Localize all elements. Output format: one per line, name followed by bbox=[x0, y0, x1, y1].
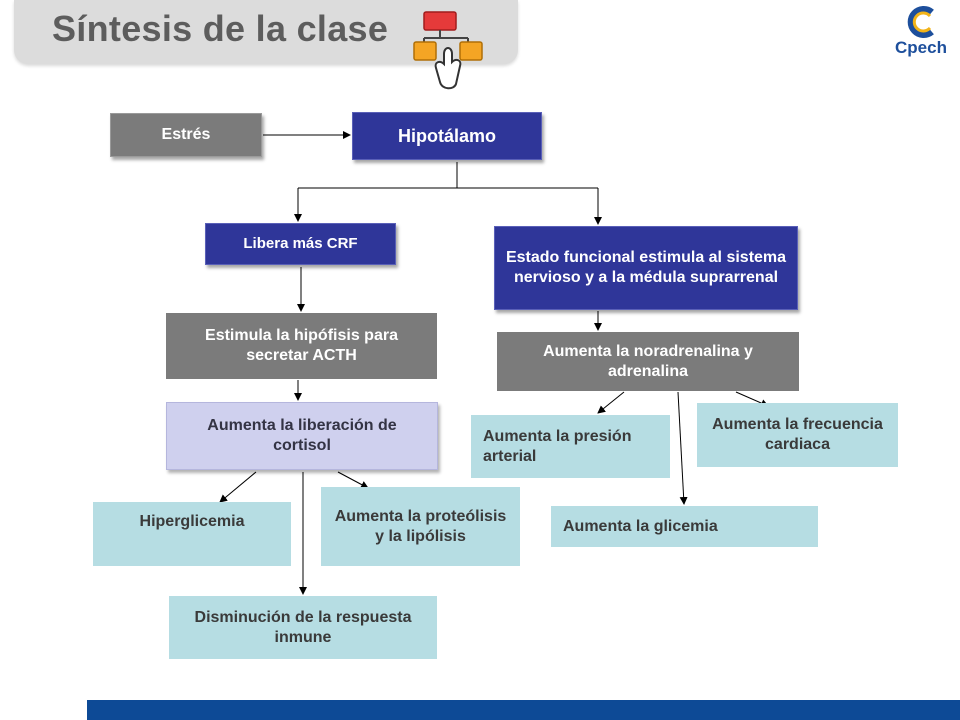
logo-text: Cpech bbox=[895, 38, 947, 57]
arrow-noradrenalina-presion bbox=[597, 391, 625, 414]
node-acth: Estimula la hipófisis para secretar ACTH bbox=[166, 313, 437, 379]
node-estres: Estrés bbox=[110, 113, 262, 157]
node-hipotalamo: Hipotálamo bbox=[352, 112, 542, 160]
arrow-cortisol-proteolisis bbox=[337, 471, 369, 489]
node-glicemia: Aumenta la glicemia bbox=[551, 506, 818, 547]
flowchart-hand-icon bbox=[413, 11, 483, 90]
cpech-logo-icon bbox=[907, 6, 934, 38]
node-presion-arterial: Aumenta la presión arterial bbox=[471, 415, 670, 478]
node-frecuencia-cardiaca: Aumenta la frecuencia cardiaca bbox=[697, 403, 898, 467]
arrow-cortisol-hiperglicemia bbox=[219, 471, 257, 503]
node-hiperglicemia: Hiperglicemia bbox=[93, 502, 291, 566]
node-noradrenalina: Aumenta la noradrenalina y adrenalina bbox=[497, 332, 799, 391]
node-crf: Libera más CRF bbox=[205, 223, 396, 265]
node-estado-funcional: Estado funcional estimula al sistema ner… bbox=[494, 226, 798, 310]
footer-bar bbox=[87, 700, 960, 720]
page-title: Síntesis de la clase bbox=[52, 8, 389, 49]
node-proteolisis: Aumenta la proteólisis y la lipólisis bbox=[321, 487, 520, 566]
node-cortisol: Aumenta la liberación de cortisol bbox=[166, 402, 438, 470]
node-respuesta-inmune: Disminución de la respuesta inmune bbox=[169, 596, 437, 659]
arrow-noradrenalina-glicemia bbox=[677, 391, 688, 505]
